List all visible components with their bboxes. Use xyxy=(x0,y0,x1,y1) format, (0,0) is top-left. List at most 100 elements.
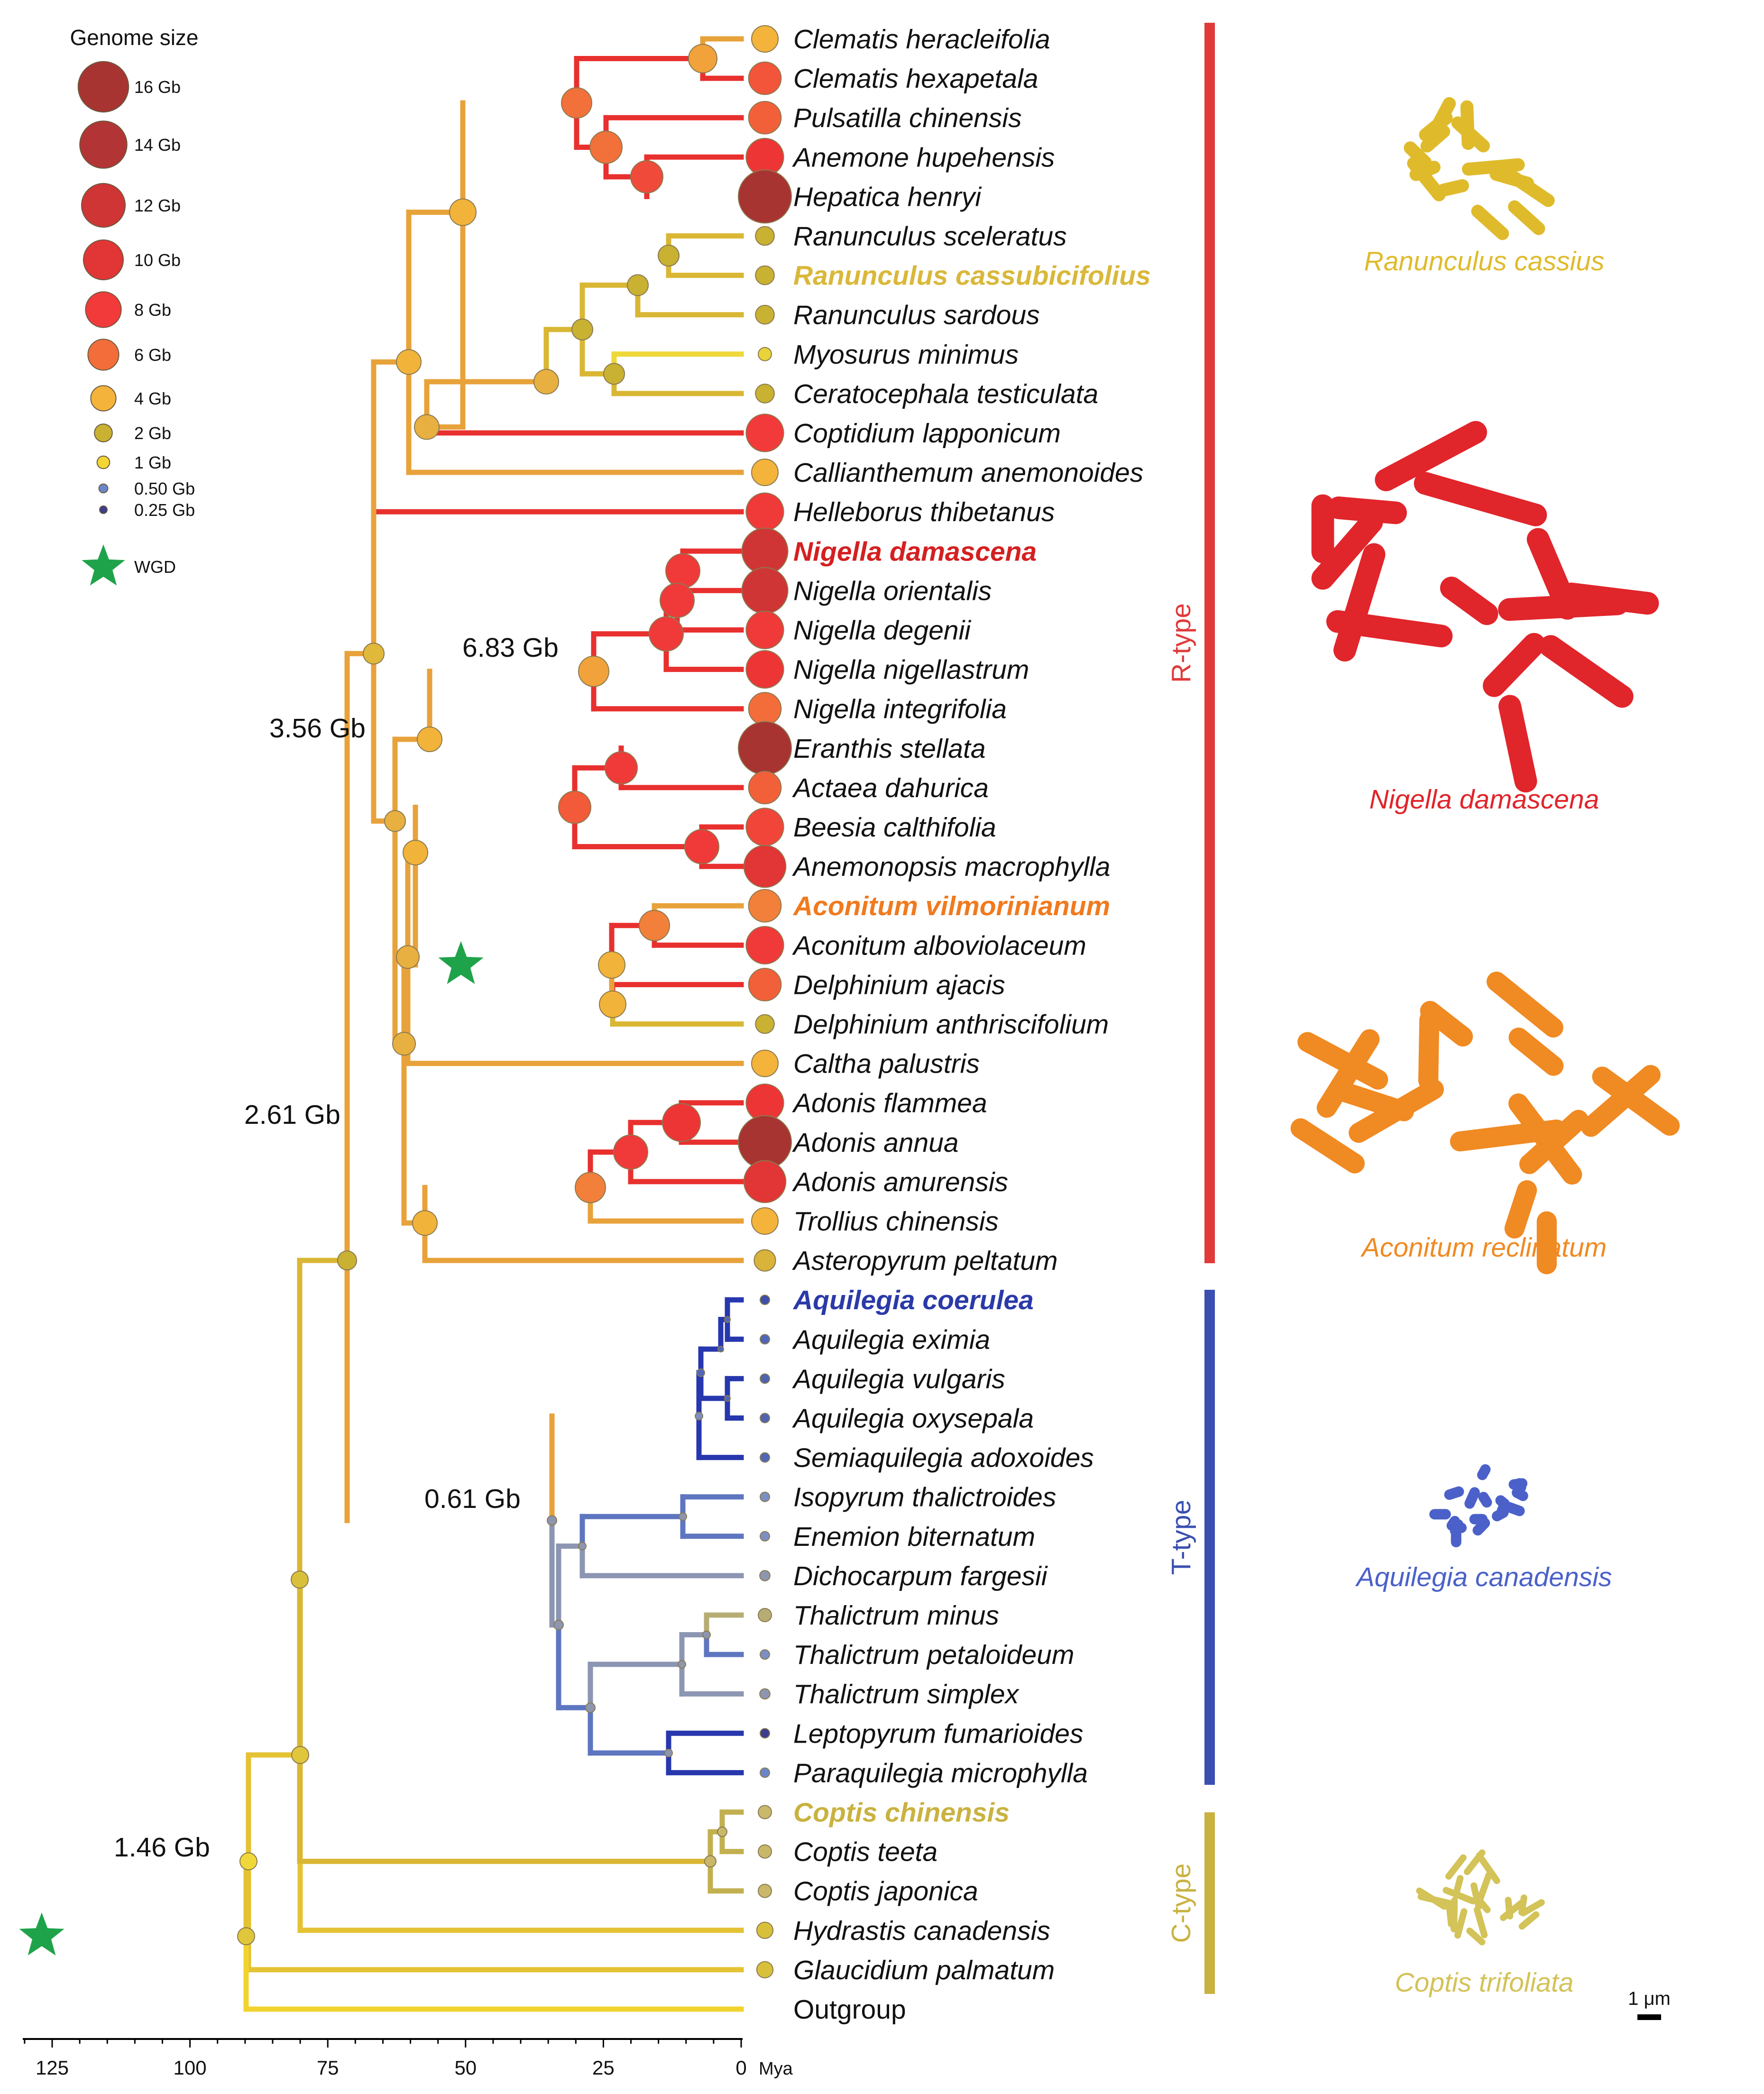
node-circle xyxy=(660,583,695,618)
node-circle xyxy=(291,1746,309,1764)
taxon-label: Adonis annua xyxy=(792,1128,959,1158)
taxon-label: Nigella integrifolia xyxy=(793,694,1007,725)
node-circle xyxy=(553,1619,564,1630)
legend-label: 0.25 Gb xyxy=(134,500,195,520)
chromosome-shape xyxy=(1466,1927,1486,1946)
chromosome-shape xyxy=(1445,1854,1467,1880)
node-circle xyxy=(414,414,440,440)
taxon-label: Ranunculus sardous xyxy=(793,300,1040,331)
taxon-label: Aquilegia eximia xyxy=(792,1324,990,1355)
legend-circle xyxy=(79,120,128,169)
node-circle xyxy=(598,951,625,979)
axis-tick-label: 75 xyxy=(317,2057,339,2079)
node-circle xyxy=(533,368,559,395)
group-label: C-type xyxy=(1166,1864,1196,1943)
node-circle xyxy=(384,810,406,832)
legend-label: 10 Gb xyxy=(134,250,181,270)
chromosome-shape xyxy=(1536,1211,1557,1275)
chromosome-shape xyxy=(1454,1908,1468,1939)
taxon-label: Anemone hupehensis xyxy=(792,142,1055,173)
tip-circle xyxy=(760,1491,770,1502)
legend-label: 12 Gb xyxy=(134,196,181,215)
chromosome-shape xyxy=(1505,1897,1514,1920)
node-circle xyxy=(547,1515,557,1526)
chromosome-shape xyxy=(1327,496,1407,524)
node-circle xyxy=(575,1172,606,1203)
axis-tick-label: 0 xyxy=(735,2057,746,2079)
chromosome-shape xyxy=(1460,100,1475,150)
tip-circle xyxy=(753,1249,776,1272)
chromosome-shape xyxy=(1404,141,1432,169)
node-circle xyxy=(578,1542,587,1551)
taxon-label: Semiaquilegia adoxoides xyxy=(793,1443,1094,1473)
legend-circle xyxy=(87,339,119,371)
node-circle xyxy=(658,245,680,267)
karyotype-species-label: Aquilegia canadensis xyxy=(1355,1562,1612,1592)
chromosome-shape xyxy=(1451,1897,1458,1933)
node-circle xyxy=(662,1103,701,1142)
taxon-label: Callianthemum anemonoides xyxy=(793,458,1143,488)
node-circle xyxy=(337,1250,357,1271)
node-circle xyxy=(599,990,626,1018)
chromosome-shape xyxy=(1580,1065,1661,1137)
tip-circle xyxy=(755,304,775,325)
node-circle xyxy=(704,1855,717,1868)
node-circle xyxy=(717,1346,724,1353)
chromosome-shape xyxy=(1508,1028,1564,1076)
legend-circle xyxy=(77,61,129,113)
taxon-label: Asteropyrum peltatum xyxy=(792,1246,1058,1276)
tip-circle xyxy=(760,1334,770,1345)
tip-circle xyxy=(745,492,784,531)
chromosome-shape xyxy=(1316,1029,1380,1118)
tip-circle xyxy=(760,1413,770,1424)
chromosome-shape xyxy=(1437,179,1469,197)
taxon-label: Adonis amurensis xyxy=(792,1167,1008,1197)
legend-circle xyxy=(83,239,124,281)
node-circle xyxy=(639,909,670,941)
chromosome-shape xyxy=(1450,1519,1464,1536)
taxon-label: Pulsatilla chinensis xyxy=(793,103,1022,133)
node-circle xyxy=(695,1412,703,1421)
tip-circle xyxy=(748,968,782,1001)
karyotype-species-label: Aconitum reclinatum xyxy=(1360,1232,1607,1263)
node-circle xyxy=(649,616,684,652)
tip-circles xyxy=(738,25,792,1979)
chromosome-shape xyxy=(1504,1180,1537,1239)
legend-label: 14 Gb xyxy=(134,135,181,155)
wgd-star-icon xyxy=(82,544,125,586)
node-circle xyxy=(237,1927,255,1946)
tip-circle xyxy=(755,226,775,246)
tip-circle xyxy=(758,1883,772,1898)
legend-circle xyxy=(96,455,110,469)
node-circle xyxy=(239,1852,257,1871)
tip-circle xyxy=(738,721,792,775)
tip-circle xyxy=(738,169,792,224)
node-circle xyxy=(449,198,477,226)
tip-circle xyxy=(748,889,782,923)
taxon-label: Coptis japonica xyxy=(793,1876,978,1907)
chromosome-shape xyxy=(1416,1887,1448,1910)
tip-circle xyxy=(756,1921,774,1939)
chromosome-shape xyxy=(1492,1507,1509,1522)
legend-label: 4 Gb xyxy=(134,389,171,408)
chromosome-shape xyxy=(1422,97,1456,149)
chromosome-shape xyxy=(1498,695,1537,793)
node-circle xyxy=(613,1134,648,1170)
tip-circle xyxy=(759,1688,771,1700)
node-circle xyxy=(688,44,717,73)
node-circle xyxy=(603,363,625,385)
taxon-label: Aquilegia coerulea xyxy=(792,1285,1034,1315)
chromosome-shape xyxy=(1495,1495,1510,1509)
node-size-label: 3.56 Gb xyxy=(269,713,366,744)
node-circle xyxy=(291,1570,309,1589)
legend-label: 8 Gb xyxy=(134,300,171,320)
node-size-label: 0.61 Gb xyxy=(424,1484,521,1514)
tip-circle xyxy=(745,926,784,964)
node-circle xyxy=(363,643,385,665)
tip-circle xyxy=(745,413,784,452)
chromosome-shape xyxy=(1472,1517,1490,1536)
legend-label: 6 Gb xyxy=(134,345,171,365)
taxon-label: Dichocarpum fargesii xyxy=(793,1561,1048,1591)
chromosome-shape xyxy=(1476,1897,1491,1913)
